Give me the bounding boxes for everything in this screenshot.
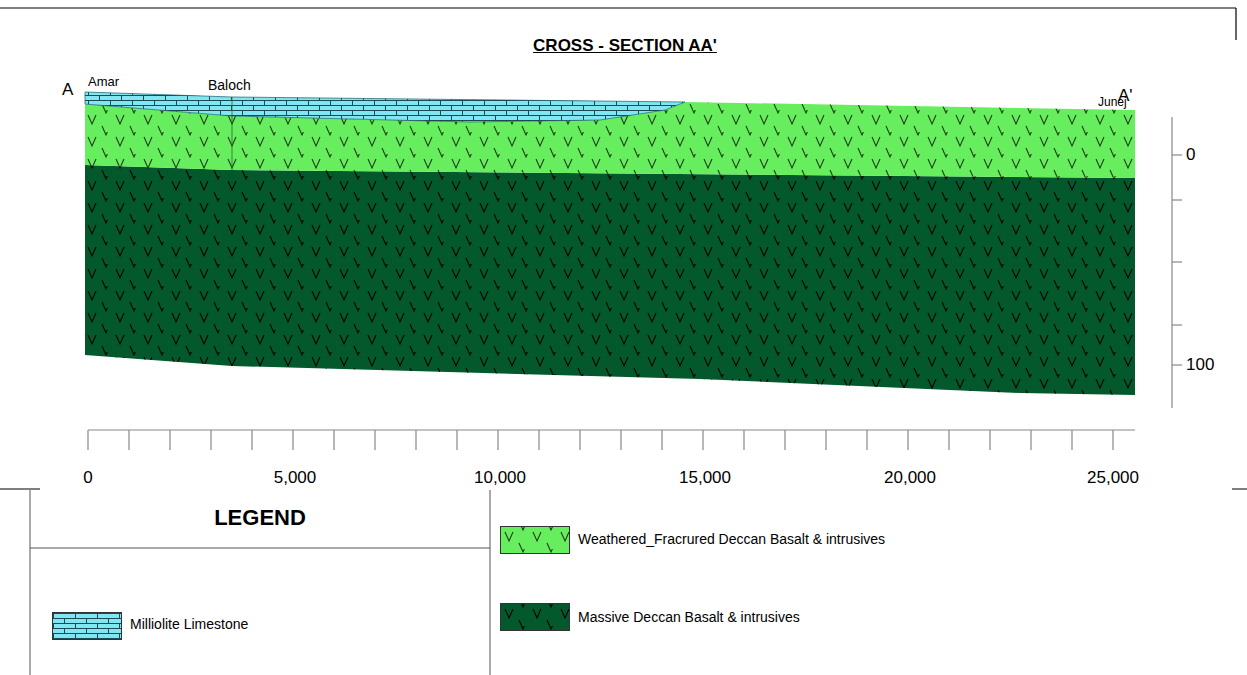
- x-tick: [538, 430, 539, 450]
- x-tick: [661, 430, 662, 450]
- legend-swatch: [500, 526, 570, 554]
- x-tick: [866, 430, 867, 450]
- section-title: CROSS - SECTION AA': [533, 36, 717, 56]
- legend-swatch: [500, 603, 570, 631]
- x-tick: [825, 430, 826, 450]
- distance-label: 15,000: [679, 468, 731, 488]
- distance-label: 20,000: [884, 468, 936, 488]
- y-tick: [1172, 154, 1182, 155]
- x-tick: [210, 430, 211, 450]
- place-name: Baloch: [208, 77, 251, 93]
- x-tick: [579, 430, 580, 450]
- x-tick: [292, 430, 293, 450]
- x-tick: [620, 430, 621, 450]
- x-tick: [702, 430, 703, 450]
- x-tick: [907, 430, 908, 450]
- limestone-layer: [85, 92, 685, 122]
- massive-basalt-layer: [85, 165, 1135, 395]
- x-tick: [989, 430, 990, 450]
- section-end-label: A': [1118, 86, 1133, 106]
- x-axis: [88, 429, 1135, 430]
- x-tick: [128, 430, 129, 450]
- limestone-texture: [85, 92, 685, 122]
- basalt-texture: [85, 165, 1135, 395]
- x-tick: [497, 430, 498, 450]
- legend-swatch: [52, 612, 122, 640]
- x-tick: [948, 430, 949, 450]
- x-tick: [1030, 430, 1031, 450]
- section-joint: [232, 97, 233, 170]
- distance-label: 10,000: [474, 468, 526, 488]
- x-tick: [87, 430, 88, 450]
- place-name: Amar: [88, 75, 119, 90]
- x-tick: [374, 430, 375, 450]
- depth-label: 0: [1186, 145, 1195, 165]
- legend-heading: LEGEND: [214, 505, 306, 530]
- y-tick: [1172, 261, 1182, 262]
- depth-label: 100: [1186, 355, 1214, 375]
- swatch-pattern: [501, 527, 570, 554]
- x-tick: [456, 430, 457, 450]
- swatch-texture: [501, 604, 570, 631]
- swatch-pattern: [53, 613, 122, 640]
- x-tick: [1071, 430, 1072, 450]
- distance-label: 25,000: [1087, 468, 1139, 488]
- x-tick: [415, 430, 416, 450]
- x-tick: [333, 430, 334, 450]
- distance-label: 5,000: [274, 468, 317, 488]
- y-tick: [1172, 324, 1182, 325]
- distance-label: 0: [83, 468, 92, 488]
- swatch-texture: [53, 613, 122, 640]
- x-tick: [169, 430, 170, 450]
- x-tick: [743, 430, 744, 450]
- x-tick: [251, 430, 252, 450]
- y-tick: [1172, 364, 1182, 365]
- legend-text: Weathered_Fracrured Deccan Basalt & intr…: [578, 531, 885, 547]
- swatch-texture: [501, 527, 570, 554]
- legend-text: Milliolite Limestone: [130, 616, 248, 632]
- y-tick: [1172, 199, 1182, 200]
- section-end-label: A: [62, 80, 73, 100]
- x-tick: [784, 430, 785, 450]
- legend-text: Massive Deccan Basalt & intrusives: [578, 609, 800, 625]
- x-tick: [1112, 430, 1113, 450]
- swatch-pattern: [501, 604, 570, 631]
